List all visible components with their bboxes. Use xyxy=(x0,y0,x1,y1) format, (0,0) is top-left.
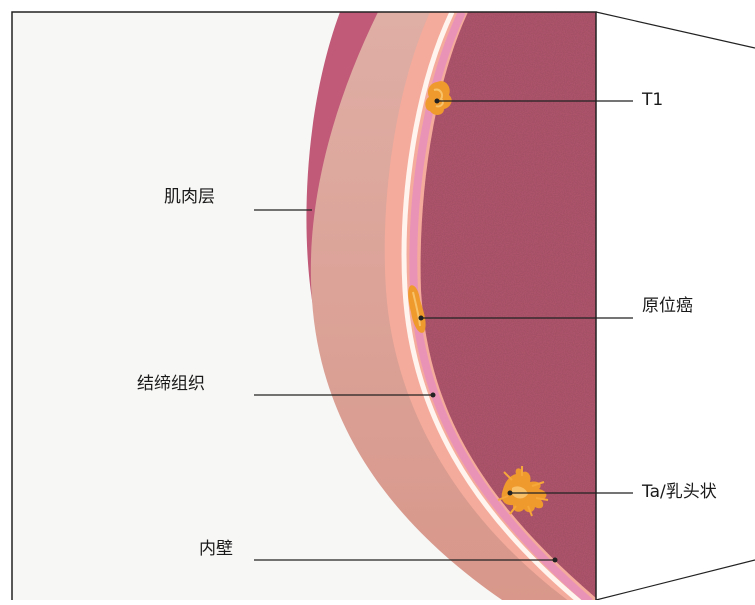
label-muscle-layer: 肌肉层 xyxy=(164,187,215,207)
leader-dot-connective-tissue xyxy=(430,392,436,398)
leader-dot-t1 xyxy=(434,98,440,104)
leader-dot-inner-wall xyxy=(552,557,558,563)
leader-dot-papillary xyxy=(507,490,513,496)
zoom-line-top xyxy=(595,11,755,49)
label-papillary: Ta/乳头状 xyxy=(642,482,717,502)
tumor-carcinoma-in-situ xyxy=(408,285,426,333)
label-carcinoma-in-situ: 原位癌 xyxy=(642,296,693,316)
tumor-t1 xyxy=(425,81,452,115)
lining-line xyxy=(401,12,582,602)
label-t1: T1 xyxy=(642,90,664,110)
label-inner-wall: 内壁 xyxy=(199,539,233,559)
label-connective-tissue: 结缔组织 xyxy=(137,374,205,394)
leader-dot-cis xyxy=(418,315,424,321)
zoom-line-bottom xyxy=(595,559,755,601)
lumen-region xyxy=(420,12,596,598)
tumor-papillary xyxy=(497,466,549,517)
